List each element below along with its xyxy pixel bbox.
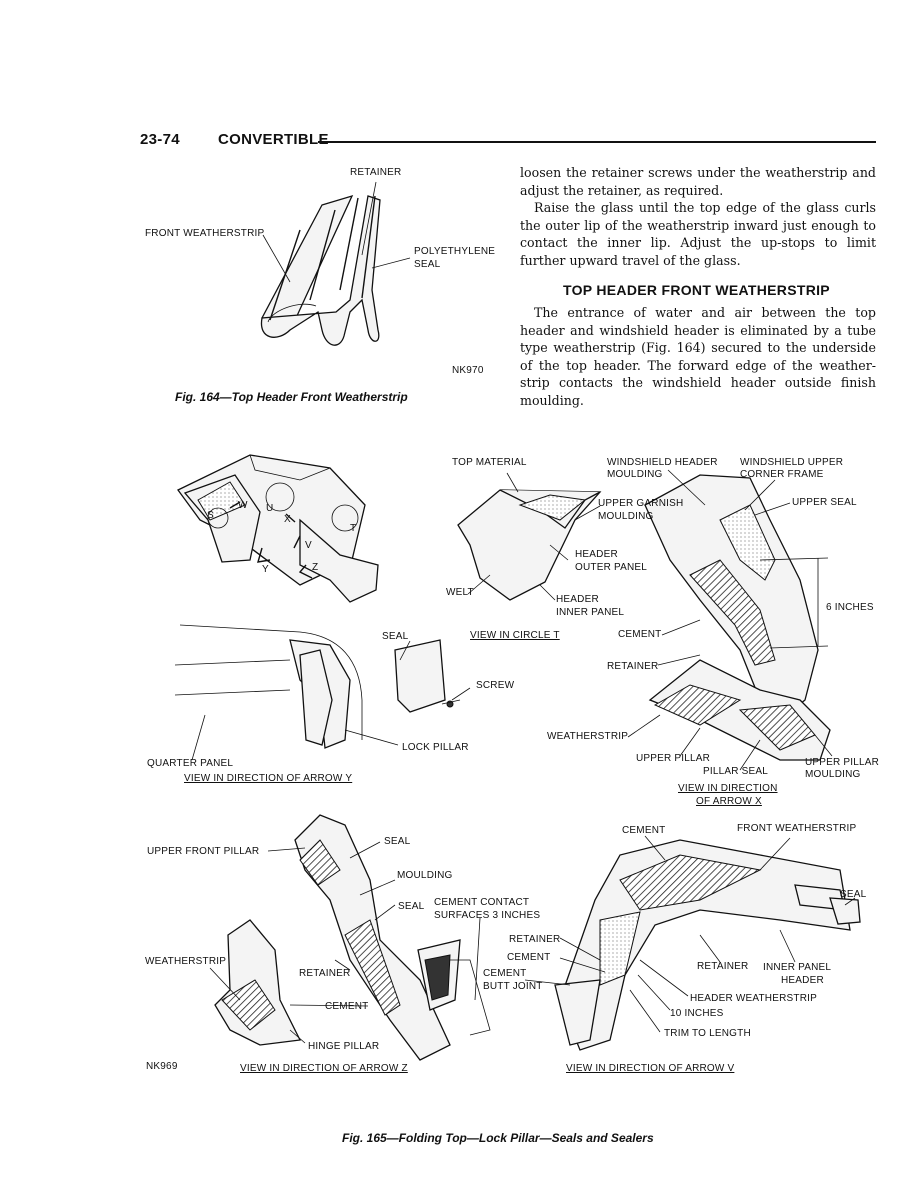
- label-windshield-header-moulding: MOULDING: [607, 469, 663, 480]
- page-section-title: CONVERTIBLE: [218, 131, 329, 148]
- label-cement-v-left: CEMENT: [507, 952, 551, 963]
- overview-letter-u: U: [266, 503, 274, 514]
- label-windshield-header: WINDSHIELD HEADER: [607, 457, 718, 468]
- caption-arrow-x-line2: OF ARROW X: [696, 796, 762, 807]
- label-upper-pillar: UPPER PILLAR: [636, 753, 711, 764]
- overview-letter-s: S: [207, 510, 214, 521]
- arrow-y-drawing: [174, 624, 471, 761]
- header-rule: [318, 141, 876, 143]
- fig164-label-polyethylene: POLYETHYLENE: [414, 246, 496, 257]
- label-header-outer: HEADER: [575, 549, 618, 560]
- caption-view-circle-t: VIEW IN CIRCLE T: [470, 630, 560, 641]
- label-weatherstrip-z: WEATHERSTRIP: [145, 956, 227, 967]
- label-six-inches: 6 INCHES: [826, 602, 874, 613]
- fig165-caption: Fig. 165—Folding Top—Lock Pillar—Seals a…: [342, 1131, 654, 1145]
- label-upper-pillar-right: UPPER PILLAR: [805, 757, 880, 768]
- label-upper-front-pillar: UPPER FRONT PILLAR: [147, 846, 260, 857]
- label-surfaces-3-inches: SURFACES 3 INCHES: [434, 910, 541, 921]
- label-outer-panel: OUTER PANEL: [575, 562, 648, 573]
- label-header-v: HEADER: [781, 975, 824, 986]
- overview-letter-v: V: [305, 540, 312, 551]
- label-pillar-seal: PILLAR SEAL: [703, 766, 769, 777]
- overview-letter-w: W: [238, 500, 248, 511]
- label-cement-z: CEMENT: [325, 1001, 369, 1012]
- label-upper-seal: UPPER SEAL: [792, 497, 857, 508]
- label-screw: SCREW: [476, 680, 515, 691]
- label-front-weatherstrip-v: FRONT WEATHERSTRIP: [737, 823, 857, 834]
- label-header-inner: HEADER: [556, 594, 599, 605]
- label-hinge-pillar: HINGE PILLAR: [308, 1041, 380, 1052]
- section-heading: TOP HEADER FRONT WEATHERSTRIP: [563, 282, 830, 298]
- circle-t-drawing: [457, 472, 602, 601]
- label-upper-garnish-moulding: MOULDING: [598, 511, 654, 522]
- label-top-material: TOP MATERIAL: [452, 457, 527, 468]
- label-cement-x: CEMENT: [618, 629, 662, 640]
- label-retainer-v-left: RETAINER: [509, 934, 561, 945]
- overview-top-drawing: [177, 454, 379, 603]
- label-retainer-z: RETAINER: [299, 968, 351, 979]
- label-retainer-x: RETAINER: [607, 661, 659, 672]
- label-moulding-z: MOULDING: [397, 870, 453, 881]
- label-seal-z-top: SEAL: [384, 836, 411, 847]
- caption-arrow-y: VIEW IN DIRECTION OF ARROW Y: [184, 773, 353, 784]
- paragraph-1: loosen the retainer screws under the wea…: [520, 165, 876, 198]
- fig165-code: NK969: [146, 1061, 178, 1072]
- overview-letter-z: Z: [312, 562, 319, 573]
- caption-arrow-v: VIEW IN DIRECTION OF ARROW V: [566, 1063, 735, 1074]
- label-seal-v: SEAL: [840, 889, 867, 900]
- label-seal-y: SEAL: [382, 631, 409, 642]
- label-cement-contact: CEMENT CONTACT: [434, 897, 530, 908]
- label-weatherstrip-x: WEATHERSTRIP: [547, 731, 629, 742]
- overview-letter-y: Y: [262, 564, 269, 575]
- arrow-v-drawing: [524, 835, 861, 1051]
- label-quarter-panel: QUARTER PANEL: [147, 758, 234, 769]
- fig164-label-retainer: RETAINER: [350, 167, 402, 178]
- label-inner-panel-v: INNER PANEL: [763, 962, 832, 973]
- page-number: 23-74: [140, 131, 180, 148]
- label-upper-pillar-moulding: MOULDING: [805, 769, 861, 780]
- fig164-caption: Fig. 164—Top Header Front Weatherstrip: [175, 390, 408, 404]
- label-seal-z-mid: SEAL: [398, 901, 425, 912]
- label-butt-joint: BUTT JOINT: [483, 981, 543, 992]
- arrow-x-drawing: [627, 469, 833, 771]
- overview-letter-x: X: [284, 514, 291, 525]
- label-windshield-upper: WINDSHIELD UPPER: [740, 457, 844, 468]
- fig164-label-seal: SEAL: [414, 259, 441, 270]
- label-ten-inches: 10 INCHES: [670, 1008, 724, 1019]
- caption-arrow-z: VIEW IN DIRECTION OF ARROW Z: [240, 1063, 408, 1074]
- overview-letter-t: T: [350, 523, 357, 534]
- caption-arrow-x-line1: VIEW IN DIRECTION: [678, 783, 778, 794]
- label-upper-garnish: UPPER GARNISH: [598, 498, 684, 509]
- label-lock-pillar: LOCK PILLAR: [402, 742, 469, 753]
- label-inner-panel: INNER PANEL: [556, 607, 625, 618]
- body-text-lower: The entrance of water and air between th…: [520, 304, 876, 410]
- label-welt: WELT: [446, 587, 474, 598]
- label-trim-to-length: TRIM TO LENGTH: [664, 1028, 751, 1039]
- fig164-code: NK970: [452, 365, 484, 376]
- fig164-label-front-weatherstrip: FRONT WEATHERSTRIP: [145, 228, 265, 239]
- paragraph-2: Raise the glass until the top edge of th…: [520, 200, 876, 268]
- label-header-weatherstrip: HEADER WEATHERSTRIP: [690, 993, 817, 1004]
- arrow-z-drawing: [209, 814, 491, 1061]
- paragraph-3: The entrance of water and air between th…: [520, 305, 876, 408]
- label-cement-v-top: CEMENT: [622, 825, 666, 836]
- label-retainer-v-mid: RETAINER: [697, 961, 749, 972]
- label-cement-butt: CEMENT: [483, 968, 527, 979]
- label-corner-frame: CORNER FRAME: [740, 469, 824, 480]
- body-text-upper: loosen the retainer screws under the wea…: [520, 164, 876, 270]
